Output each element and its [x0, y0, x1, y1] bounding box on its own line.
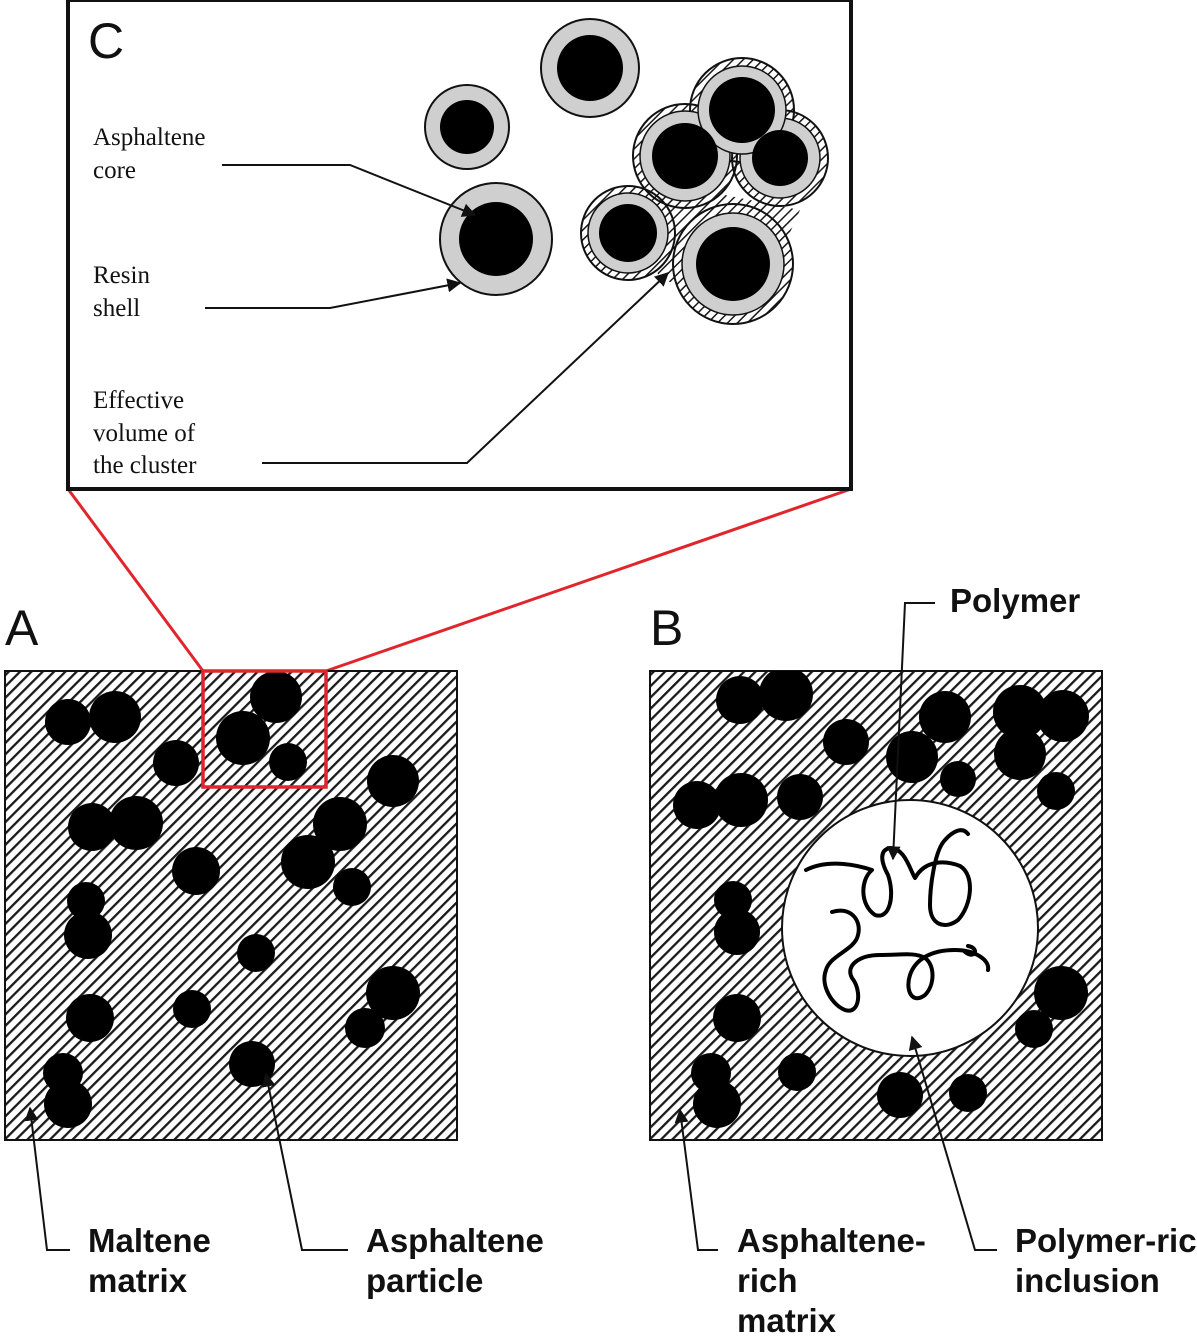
coated-particle	[681, 212, 785, 316]
coated-particle	[439, 182, 553, 296]
label-asphaltene-rich-matrix-line-1: Asphaltene-	[737, 1222, 926, 1259]
asphaltene-particles	[673, 671, 1089, 1128]
leader-polymer-rich-inclusion	[908, 1035, 997, 1251]
label-asphaltene-core-line-2: core	[93, 157, 136, 184]
panel-b: B	[649, 582, 1197, 1339]
label-polymer-rich-inclusion: Polymer-rich inclusion	[908, 1035, 1197, 1299]
zoom-region-indicator	[201, 669, 328, 789]
label-effective-volume-line-1: Effective	[93, 387, 184, 414]
label-maltene-matrix-line-2: matrix	[88, 1262, 188, 1299]
coated-particle	[424, 84, 510, 170]
leader-asphaltene-core	[222, 164, 477, 217]
label-polymer: Polymer	[886, 582, 1080, 861]
panel-a: A	[4, 600, 544, 1299]
panel-c: C	[66, 0, 853, 491]
label-maltene-matrix: Maltene matrix	[24, 1106, 211, 1299]
label-asphaltene-rich-matrix: Asphaltene- rich matrix	[674, 1108, 926, 1339]
label-polymer-rich-inclusion-line-1: Polymer-rich	[1015, 1222, 1197, 1259]
label-effective-volume-line-2: volume of	[93, 420, 196, 447]
label-resin-shell-line-1: Resin	[93, 262, 150, 289]
leader-polymer	[886, 602, 935, 861]
panel-c-letter: C	[88, 13, 124, 69]
label-asphaltene-particle: Asphaltene particle	[261, 1072, 544, 1299]
coated-particle	[540, 18, 640, 118]
panel-b-letter: B	[650, 600, 683, 656]
label-effective-volume-line-3: the cluster	[93, 452, 197, 479]
leader-asphaltene-particle	[261, 1072, 348, 1251]
panel-a-letter: A	[5, 600, 39, 656]
label-polymer-rich-inclusion-line-2: inclusion	[1015, 1262, 1160, 1299]
polymer-chains	[804, 828, 991, 1013]
label-polymer-text: Polymer	[950, 582, 1080, 619]
coated-particle	[587, 192, 669, 274]
label-resin-shell-line-2: shell	[93, 295, 140, 322]
label-asphaltene-rich-matrix-line-3: matrix	[737, 1302, 837, 1339]
label-asphaltene-particle-line-2: particle	[366, 1262, 483, 1299]
label-asphaltene-particle-line-1: Asphaltene	[366, 1222, 544, 1259]
zoom-connector-lines	[66, 487, 852, 673]
label-asphaltene-core-line-1: Asphaltene	[93, 124, 205, 151]
label-resin-shell: Resin shell	[93, 262, 462, 322]
leader-resin-shell	[205, 278, 462, 309]
label-effective-volume: Effective volume of the cluster	[93, 272, 670, 479]
leader-effective-volume	[262, 272, 670, 464]
label-maltene-matrix-line-1: Maltene	[88, 1222, 211, 1259]
leader-asphaltene-rich-matrix	[674, 1108, 718, 1251]
asphaltene-particles	[43, 671, 420, 1128]
label-asphaltene-rich-matrix-line-2: rich	[737, 1262, 798, 1299]
label-asphaltene-core: Asphaltene core	[93, 124, 477, 217]
coated-particle	[639, 65, 821, 202]
leader-maltene-matrix	[24, 1106, 70, 1251]
polymer-rich-inclusion	[781, 799, 1039, 1057]
